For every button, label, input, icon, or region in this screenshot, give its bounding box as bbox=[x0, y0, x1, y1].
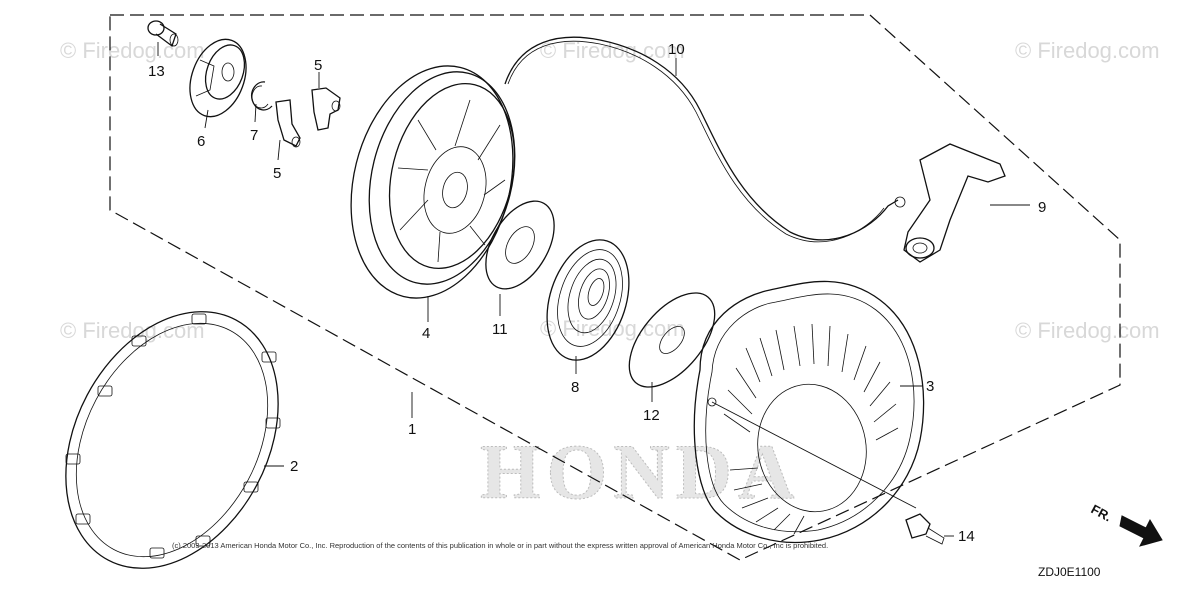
callout-13: 13 bbox=[148, 63, 165, 80]
callout-group: 13 6 7 5 5 10 9 4 11 8 12 3 1 2 14 bbox=[148, 41, 1046, 545]
watermark: © Firedog.com bbox=[1015, 38, 1160, 63]
washer-part-11 bbox=[485, 200, 555, 316]
ratchet-pawl-part-5-upper bbox=[311, 72, 341, 131]
arrow-icon bbox=[1119, 515, 1163, 547]
callout-3: 3 bbox=[926, 378, 934, 395]
watermark: © Firedog.com bbox=[1015, 318, 1160, 343]
front-direction-indicator: FR. bbox=[1089, 501, 1163, 547]
callout-4: 4 bbox=[422, 325, 430, 342]
bolt-part-13 bbox=[147, 20, 179, 56]
callout-14: 14 bbox=[958, 528, 975, 545]
callout-8: 8 bbox=[571, 379, 579, 396]
copyright-notice: (c) 2003-2013 American Honda Motor Co., … bbox=[172, 541, 828, 550]
callout-5-upper: 5 bbox=[314, 57, 322, 74]
ratchet-pawl-part-5-lower bbox=[275, 99, 301, 161]
callout-11: 11 bbox=[492, 321, 508, 338]
starter-rope-part-10 bbox=[504, 36, 906, 243]
brand-watermark: HONDA bbox=[480, 428, 800, 515]
diagram-code: ZDJ0E1100 bbox=[1038, 565, 1101, 579]
grip-handle-part-9 bbox=[903, 143, 1030, 263]
watermark-group: © Firedog.com © Firedog.com © Firedog.co… bbox=[60, 38, 1160, 343]
watermark: © Firedog.com bbox=[60, 38, 205, 63]
callout-6: 6 bbox=[197, 133, 205, 150]
callout-10: 10 bbox=[668, 41, 685, 58]
watermark: © Firedog.com bbox=[540, 38, 685, 63]
spring-clip-part-7 bbox=[251, 81, 273, 123]
fan-cover-part-3 bbox=[693, 280, 925, 544]
callout-7: 7 bbox=[250, 127, 258, 144]
direction-label: FR. bbox=[1089, 501, 1115, 524]
friction-plate-part-12 bbox=[628, 292, 716, 402]
gasket-ring-part-2 bbox=[65, 311, 284, 569]
callout-12: 12 bbox=[643, 407, 660, 424]
flange-bolt-part-14 bbox=[905, 513, 954, 545]
callout-5-lower: 5 bbox=[273, 165, 281, 182]
callout-2: 2 bbox=[290, 458, 298, 475]
reel-pulley-part-4 bbox=[350, 65, 516, 322]
spiral-spring-part-8 bbox=[546, 239, 630, 374]
callout-9: 9 bbox=[1038, 199, 1046, 216]
assembly-boundary bbox=[109, 14, 1121, 561]
ratchet-cam-part-6 bbox=[189, 38, 247, 129]
callout-1: 1 bbox=[408, 421, 416, 438]
